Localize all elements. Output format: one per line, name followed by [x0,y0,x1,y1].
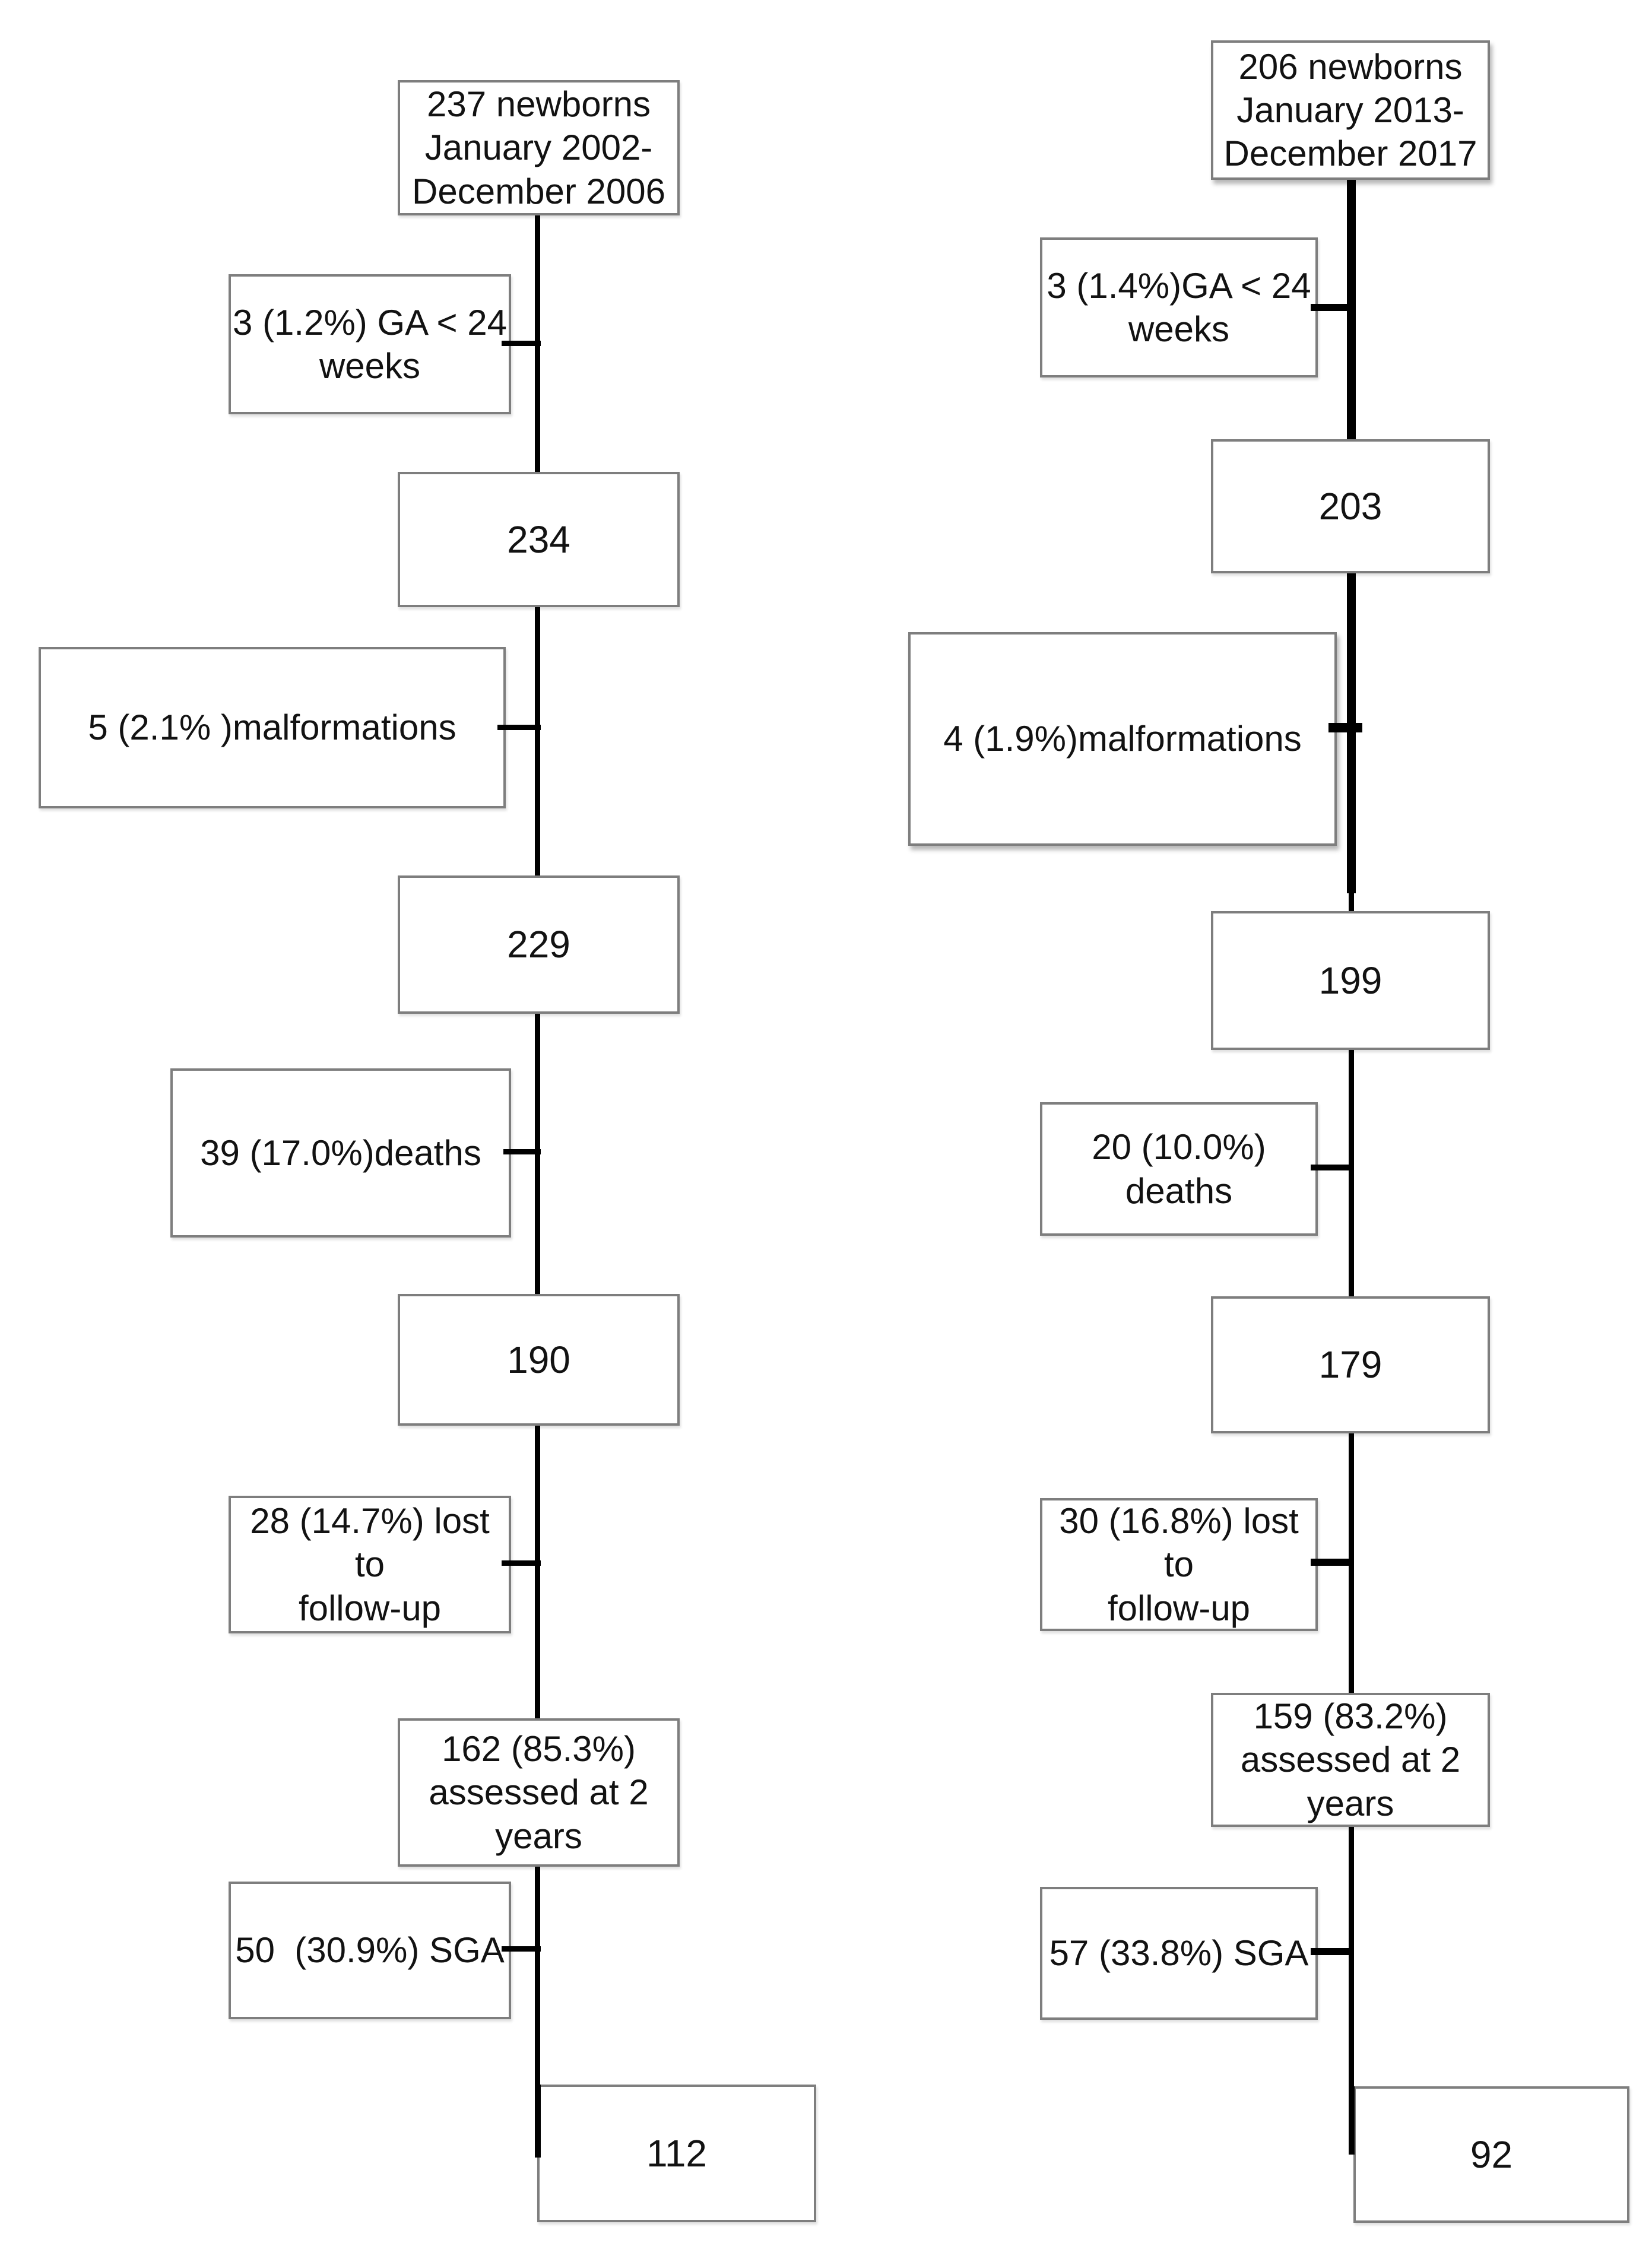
node-text-line: 5 (2.1% )malformations [88,708,456,748]
node-text-line: 3 (1.2%) GA < 24 [233,302,507,342]
node-text-line: assessed at 2 [429,1772,649,1813]
node-2013-deaths: 20 (10.0%) deaths [1040,1102,1318,1236]
node-text-line: 39 (17.0%)deaths [200,1132,481,1173]
node-text-line: years [1307,1783,1394,1823]
node-2002-after-malformations: 229 [398,875,680,1014]
node-2013-after-ga: 203 [1211,439,1490,573]
connector-spine-2002 [535,214,540,2158]
node-2013-sga: 57 (33.8%) SGA [1040,1887,1318,2020]
node-2002-deaths: 39 (17.0%)deaths [170,1068,511,1238]
node-text-line: 199 [1318,959,1383,1002]
node-2013-final: 92 [1353,2086,1629,2223]
tick-2013-lost-follow-up [1311,1559,1352,1566]
node-text-line: 162 (85.3%) [442,1729,636,1769]
node-text-line: weeks [1128,309,1230,349]
node-2002-survivors: 190 [398,1294,680,1426]
node-2002-final: 112 [537,2085,816,2222]
tick-2013-ga-exclusion [1311,304,1352,311]
tick-2002-malformations [497,725,541,730]
connector-spine-2013 [1349,893,1354,2155]
connector-spine-2002-end [535,2085,541,2158]
node-2002-lost-follow-up: 28 (14.7%) lost to follow-up [229,1496,511,1633]
node-text-line: 234 [507,518,570,561]
node-text-line: December 2006 [412,171,665,211]
node-text-line: December 2017 [1223,134,1477,174]
node-2002-assessed: 162 (85.3%) assessed at 2 years [398,1718,680,1867]
node-2002-after-ga: 234 [398,472,680,607]
node-text-line: 20 (10.0%) deaths [1092,1127,1276,1211]
node-text-line: weeks [319,346,421,386]
node-text-line: 159 (83.2%) [1253,1696,1448,1737]
node-2013-after-malformations: 199 [1211,911,1490,1050]
node-2013-total: 206 newborns January 2013- December 2017 [1211,40,1490,180]
tick-2013-sga [1311,1948,1352,1955]
node-text-line: 237 newborns [427,84,651,125]
tick-2013-deaths [1311,1165,1352,1170]
node-text-line: 203 [1318,484,1383,528]
node-2002-malformations: 5 (2.1% )malformations [39,647,506,808]
node-text-line: years [495,1816,582,1856]
tick-2013-malformations [1328,723,1362,732]
node-text-line: 50 (30.9%) SGA [235,1930,505,1971]
node-2002-total: 237 newborns January 2002- December 2006 [398,80,680,215]
node-2013-assessed: 159 (83.2%) assessed at 2 years [1211,1693,1490,1827]
node-text-line: 4 (1.9%)malformations [943,719,1302,759]
node-text-line: 92 [1470,2133,1513,2176]
node-text-line: 179 [1318,1343,1383,1387]
node-2013-lost-follow-up: 30 (16.8%) lost to follow-up [1040,1498,1318,1631]
node-2002-sga: 50 (30.9%) SGA [229,1882,511,2019]
tick-2002-lost-follow-up [502,1560,541,1566]
node-text-line: assessed at 2 [1240,1740,1461,1780]
tick-2002-ga-exclusion [502,341,541,346]
node-text-line: January 2002- [424,128,653,168]
node-2013-malformations: 4 (1.9%)malformations [908,632,1337,846]
node-text-line: 190 [507,1338,570,1381]
node-2013-survivors: 179 [1211,1296,1490,1433]
connector-spine-2013-end [1349,2086,1355,2155]
node-text-line: 3 (1.4%)GA < 24 [1047,265,1311,306]
tick-2002-deaths [503,1149,541,1154]
node-text-line: 206 newborns [1238,46,1463,87]
node-2002-ga-exclusion: 3 (1.2%) GA < 24 weeks [229,274,511,414]
node-text-line: 229 [507,923,570,966]
node-text-line: 28 (14.7%) lost to [250,1501,500,1585]
node-2013-ga-exclusion: 3 (1.4%)GA < 24 weeks [1040,237,1318,377]
node-text-line: follow-up [1107,1588,1251,1628]
node-text-line: January 2013- [1236,90,1464,130]
tick-2002-sga [502,1946,541,1952]
node-text-line: follow-up [298,1588,442,1628]
node-text-line: 30 (16.8%) lost to [1059,1501,1309,1585]
node-text-line: 112 [646,2131,708,2175]
node-text-line: 57 (33.8%) SGA [1049,1933,1309,1974]
